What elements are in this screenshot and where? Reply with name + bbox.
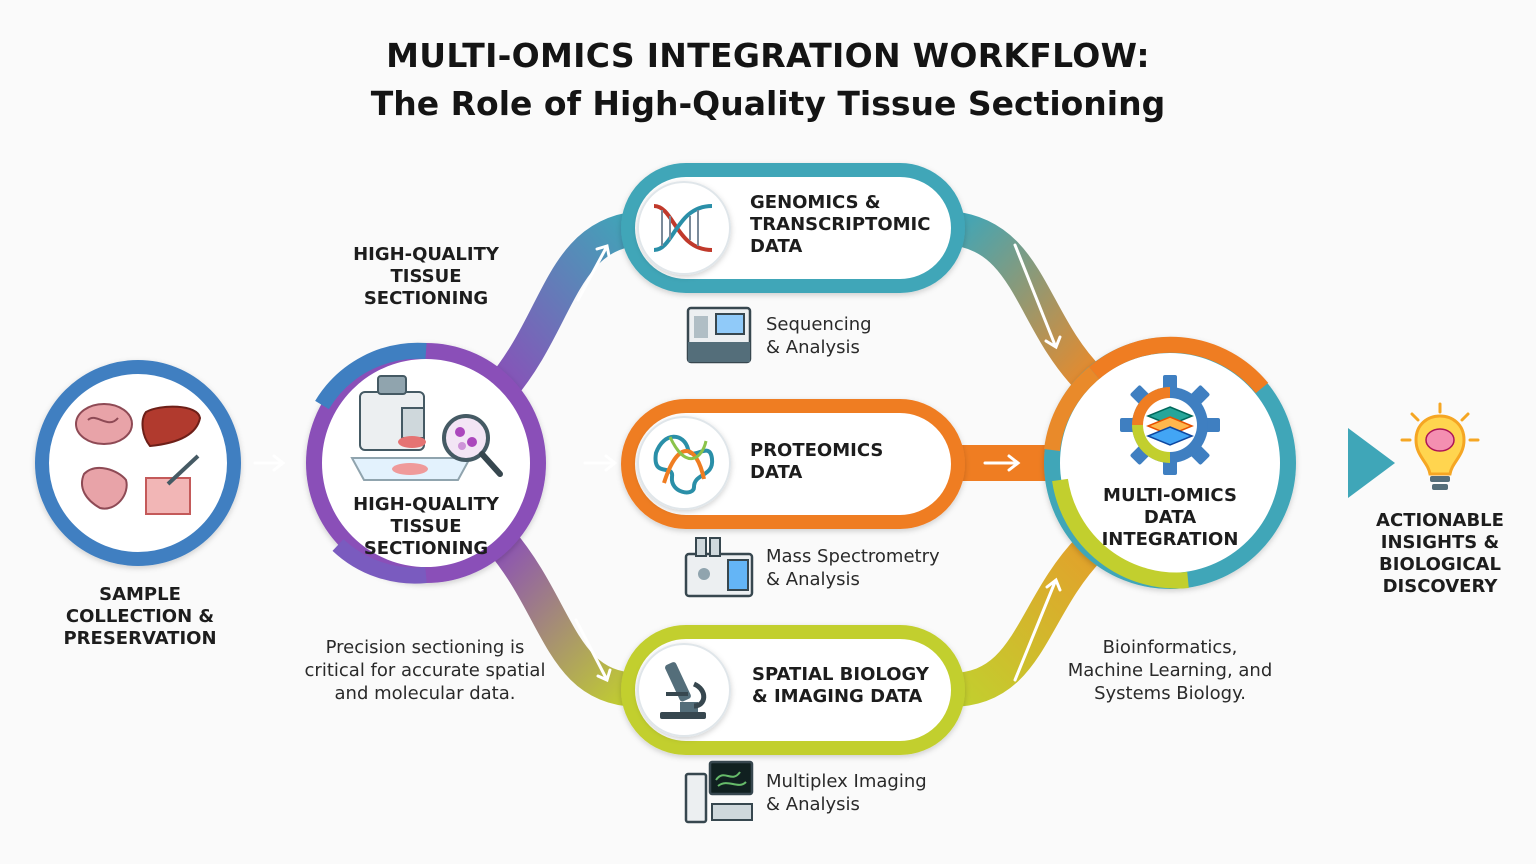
arrowhead-insights xyxy=(1348,428,1395,498)
proteomics-label: PROTEOMICS DATA xyxy=(750,440,884,483)
imaging-workstation-icon xyxy=(684,760,754,824)
connector-genomics-integration xyxy=(947,211,1103,393)
page-subtitle: The Role of High-Quality Tissue Sectioni… xyxy=(370,84,1166,123)
microscope-icon xyxy=(660,662,707,719)
sequencing-caption: Sequencing & Analysis xyxy=(766,314,872,358)
integration-label: MULTI-OMICS DATA INTEGRATION xyxy=(1101,485,1239,550)
organs-icon xyxy=(75,403,202,515)
connector-sectioning-spatial xyxy=(486,528,641,707)
genomics-label: GENOMICS & TRANSCRIPTOMIC DATA xyxy=(750,192,931,257)
sectioning-note: Precision sectioning is critical for acc… xyxy=(304,637,546,704)
sectioning-inner-label: HIGH-QUALITY TISSUE SECTIONING xyxy=(353,494,499,559)
microtome-icon xyxy=(350,375,503,481)
sequencer-icon xyxy=(686,306,752,364)
imaging-caption: Multiplex Imaging & Analysis xyxy=(766,771,927,815)
sectioning-top-label: HIGH-QUALITY TISSUE SECTIONING xyxy=(353,244,499,309)
mass-spec-caption: Mass Spectrometry & Analysis xyxy=(766,546,940,590)
page-title: MULTI-OMICS INTEGRATION WORKFLOW: xyxy=(386,36,1150,75)
mass-spectrometer-icon xyxy=(684,537,754,598)
connector-spatial-integration xyxy=(949,536,1103,707)
lightbulb-brain-icon xyxy=(1400,402,1480,490)
sample-label: SAMPLE COLLECTION & PRESERVATION xyxy=(63,584,217,649)
connector-sectioning-genomics xyxy=(486,211,643,402)
protein-icon xyxy=(653,434,715,495)
flow-chevrons xyxy=(253,243,1062,683)
insights-label: ACTIONABLE INSIGHTS & BIOLOGICAL DISCOVE… xyxy=(1376,510,1504,597)
spatial-label: SPATIAL BIOLOGY & IMAGING DATA xyxy=(752,664,929,707)
integration-note: Bioinformatics, Machine Learning, and Sy… xyxy=(1067,637,1273,704)
dna-icon xyxy=(653,204,713,252)
gear-layers-icon xyxy=(1120,375,1220,475)
